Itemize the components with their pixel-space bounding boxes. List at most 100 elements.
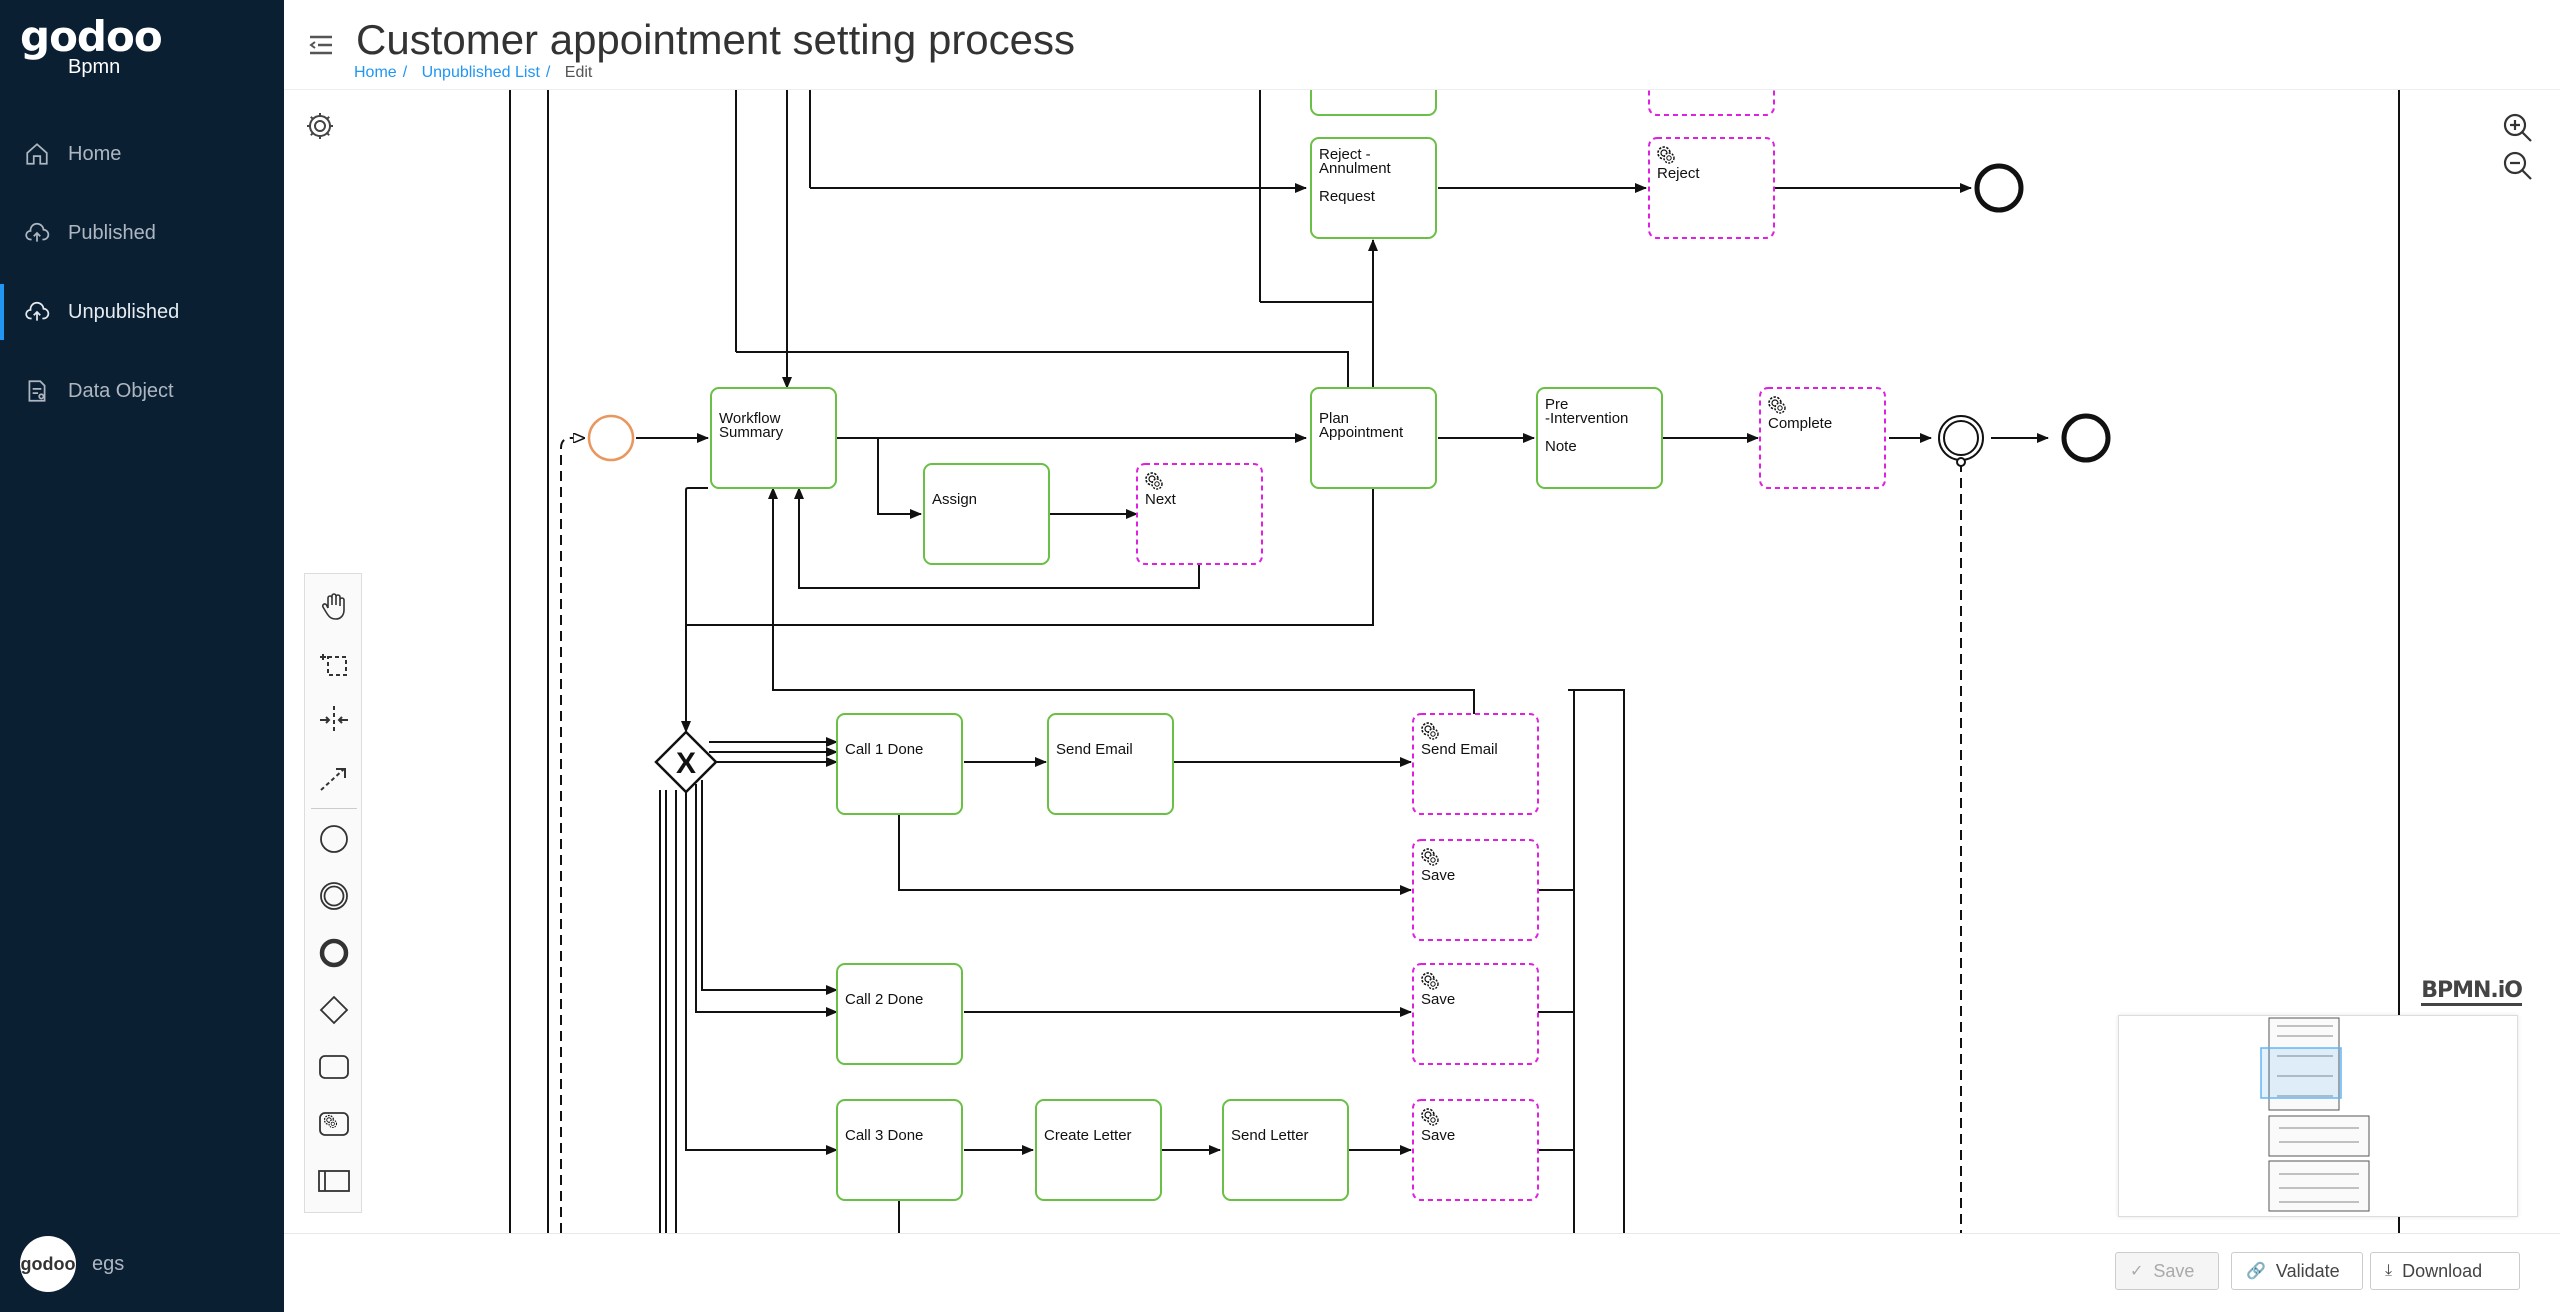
end-event-complete[interactable]: [2061, 413, 2111, 463]
breadcrumb-home[interactable]: Home: [354, 64, 397, 81]
page-title: Customer appointment setting process: [356, 16, 1076, 63]
service-task-send-email2[interactable]: Send Email: [1412, 713, 1539, 815]
service-task-complete[interactable]: Complete: [1759, 387, 1886, 489]
sidebar-item-published[interactable]: Published: [0, 205, 284, 261]
intermediate-event-inner: [1943, 420, 1979, 456]
gateway-marker: X: [676, 747, 696, 780]
home-icon: [26, 143, 48, 165]
breadcrumb-unpublished-list[interactable]: Unpublished List: [421, 64, 540, 81]
connect-icon: [320, 768, 346, 791]
service-task-save1[interactable]: Save: [1412, 839, 1539, 941]
download-icon: ⤓: [2385, 1262, 2393, 1279]
sidebar-item-data-object[interactable]: Data Object: [0, 363, 284, 419]
create-start-event-button[interactable]: [314, 819, 354, 859]
connect-tool-button[interactable]: [314, 757, 354, 797]
zoom-out-icon[interactable]: [2502, 150, 2534, 182]
user-profile[interactable]: godoo egs: [20, 1236, 124, 1292]
task-partial[interactable]: [1310, 90, 1437, 116]
task-send-letter[interactable]: Send Letter: [1222, 1099, 1349, 1201]
minimap[interactable]: [2118, 1015, 2518, 1217]
service-task-icon: [319, 1112, 349, 1136]
sidebar-item-home[interactable]: Home: [0, 126, 284, 182]
service-task-next[interactable]: Next: [1136, 463, 1263, 565]
create-service-task-button[interactable]: [314, 1104, 354, 1144]
zoom-in-icon[interactable]: [2502, 112, 2534, 144]
sidebar-item-label: Published: [68, 221, 156, 244]
intermediate-event-icon: [320, 882, 348, 910]
bpmn-io-logo[interactable]: BPMN.iO: [2421, 978, 2523, 1006]
sidebar-item-label: Unpublished: [68, 300, 180, 323]
gateway-icon: [319, 995, 349, 1025]
save-button[interactable]: ✓Save: [2115, 1252, 2219, 1290]
hand-tool-button[interactable]: [314, 586, 354, 626]
service-task-save2[interactable]: Save: [1412, 963, 1539, 1065]
sidebar-item-label: Data Object: [68, 379, 174, 402]
download-button[interactable]: ⤓ Download: [2370, 1252, 2520, 1290]
end-event-reject[interactable]: [1974, 163, 2024, 213]
tool-palette: [304, 573, 362, 1213]
task-label: Reject: [1657, 165, 1700, 182]
task-label: Create Letter: [1044, 1127, 1132, 1144]
start-event-icon: [320, 825, 348, 853]
breadcrumb-current: Edit: [564, 64, 593, 81]
lasso-tool-button[interactable]: [314, 643, 354, 683]
cloud-upload-icon: [25, 301, 50, 321]
save-label: Save: [2153, 1260, 2195, 1281]
gear-icon[interactable]: [304, 110, 336, 142]
task-assign[interactable]: Assign: [923, 463, 1050, 565]
menu-collapse-icon[interactable]: [306, 32, 336, 58]
exclusive-gateway[interactable]: X: [654, 730, 718, 794]
task-label: Send Email: [1421, 741, 1498, 758]
create-end-event-button[interactable]: [314, 933, 354, 973]
service-task-save3[interactable]: Save: [1412, 1099, 1539, 1201]
space-tool-icon: [320, 706, 348, 734]
document-icon: [28, 380, 46, 402]
cloud-upload-icon: [25, 222, 50, 242]
sidebar-item-unpublished[interactable]: Unpublished: [0, 284, 284, 340]
action-footer: ✓Save 🔗Validate ⤓ Download: [284, 1233, 2560, 1312]
task-create-letter[interactable]: Create Letter: [1035, 1099, 1162, 1201]
task-label: Next: [1145, 491, 1177, 508]
brand-logo[interactable]: godoo Bpmn: [20, 16, 163, 79]
create-task-button[interactable]: [314, 1047, 354, 1087]
download-label: Download: [2402, 1260, 2483, 1281]
service-task-reject[interactable]: Reject: [1648, 137, 1775, 239]
sidebar: godoo Bpmn Home Published Unpublished Da…: [0, 0, 284, 1312]
validate-button[interactable]: 🔗Validate: [2231, 1252, 2363, 1290]
create-pool-button[interactable]: [314, 1161, 354, 1201]
sequence-flows: [560, 90, 2049, 1233]
task-label: Send Letter: [1231, 1127, 1309, 1144]
task-send-email1[interactable]: Send Email: [1047, 713, 1174, 815]
task-label: Call 2 Done: [845, 991, 923, 1008]
task-label: Assign: [932, 491, 977, 508]
task-label: Save: [1421, 991, 1455, 1008]
end-event-icon: [319, 938, 349, 968]
create-gateway-button[interactable]: [314, 990, 354, 1030]
breadcrumb: Home/ Unpublished List/ Edit: [354, 64, 593, 81]
task-label: Save: [1421, 867, 1455, 884]
task-label: Call 1 Done: [845, 741, 923, 758]
task-icon: [319, 1055, 349, 1079]
task-label: Send Email: [1056, 741, 1133, 758]
logo-subtitle: Bpmn: [68, 56, 121, 78]
create-intermediate-event-button[interactable]: [314, 876, 354, 916]
minimap-viewport[interactable]: [2260, 1047, 2342, 1099]
task-label: Call 3 Done: [845, 1127, 923, 1144]
task-call3[interactable]: Call 3 Done: [836, 1099, 963, 1201]
space-tool-button[interactable]: [314, 700, 354, 740]
service-task-partial[interactable]: [1648, 90, 1775, 116]
pool-icon: [318, 1170, 350, 1192]
task-call2[interactable]: Call 2 Done: [836, 963, 963, 1065]
start-event[interactable]: [587, 414, 635, 462]
task-call1[interactable]: Call 1 Done: [836, 713, 963, 815]
